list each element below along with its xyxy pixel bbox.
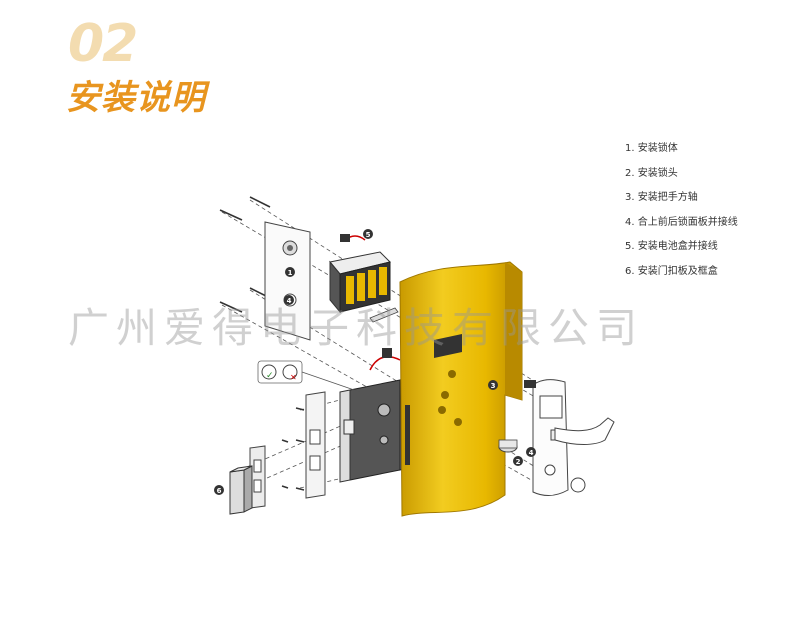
step-item: 2. 安装锁头 — [625, 167, 678, 179]
step-item: 5. 安装电池盒并接线 — [625, 241, 718, 252]
installation-steps-list: 1. 安装锁体 2. 安装锁头 3. 安装把手方轴 4. 合上前后锁面板并接线 … — [625, 142, 738, 289]
callout-5: 5 — [366, 231, 371, 239]
step-item: 1. 安装锁体 — [625, 143, 678, 154]
watermark: 广州爱得电子科技有限公司 — [68, 304, 644, 352]
lock-body — [339, 348, 409, 483]
callout-2: 2 — [516, 458, 521, 466]
step-item: 6. 安装门扣板及框盒 — [625, 265, 718, 277]
section-number: 02 — [68, 14, 138, 74]
lock-cylinder — [498, 439, 518, 453]
screws — [219, 196, 305, 491]
callout-4b: 4 — [529, 449, 534, 457]
battery-box — [329, 234, 391, 314]
svg-text:✕: ✕ — [290, 373, 297, 382]
cylinder-orientation-callout: ✓ ✕ — [257, 360, 361, 393]
section-title: 安装说明 — [66, 78, 206, 118]
callout-markers: 5 1 4 3 2 6 4 — [214, 229, 536, 495]
door-panel — [399, 261, 523, 517]
callout-4: 4 — [287, 297, 292, 305]
step-item: 3. 安装把手方轴 — [625, 192, 698, 203]
front-panel — [524, 379, 615, 496]
step-item: 4. 合上前后锁面板并接线 — [625, 216, 738, 228]
strike-plates — [249, 391, 326, 509]
callout-1: 1 — [288, 269, 293, 277]
callout-3: 3 — [491, 382, 496, 390]
svg-text:✓: ✓ — [266, 371, 274, 381]
callout-6: 6 — [217, 487, 222, 495]
frame-box — [229, 465, 253, 515]
